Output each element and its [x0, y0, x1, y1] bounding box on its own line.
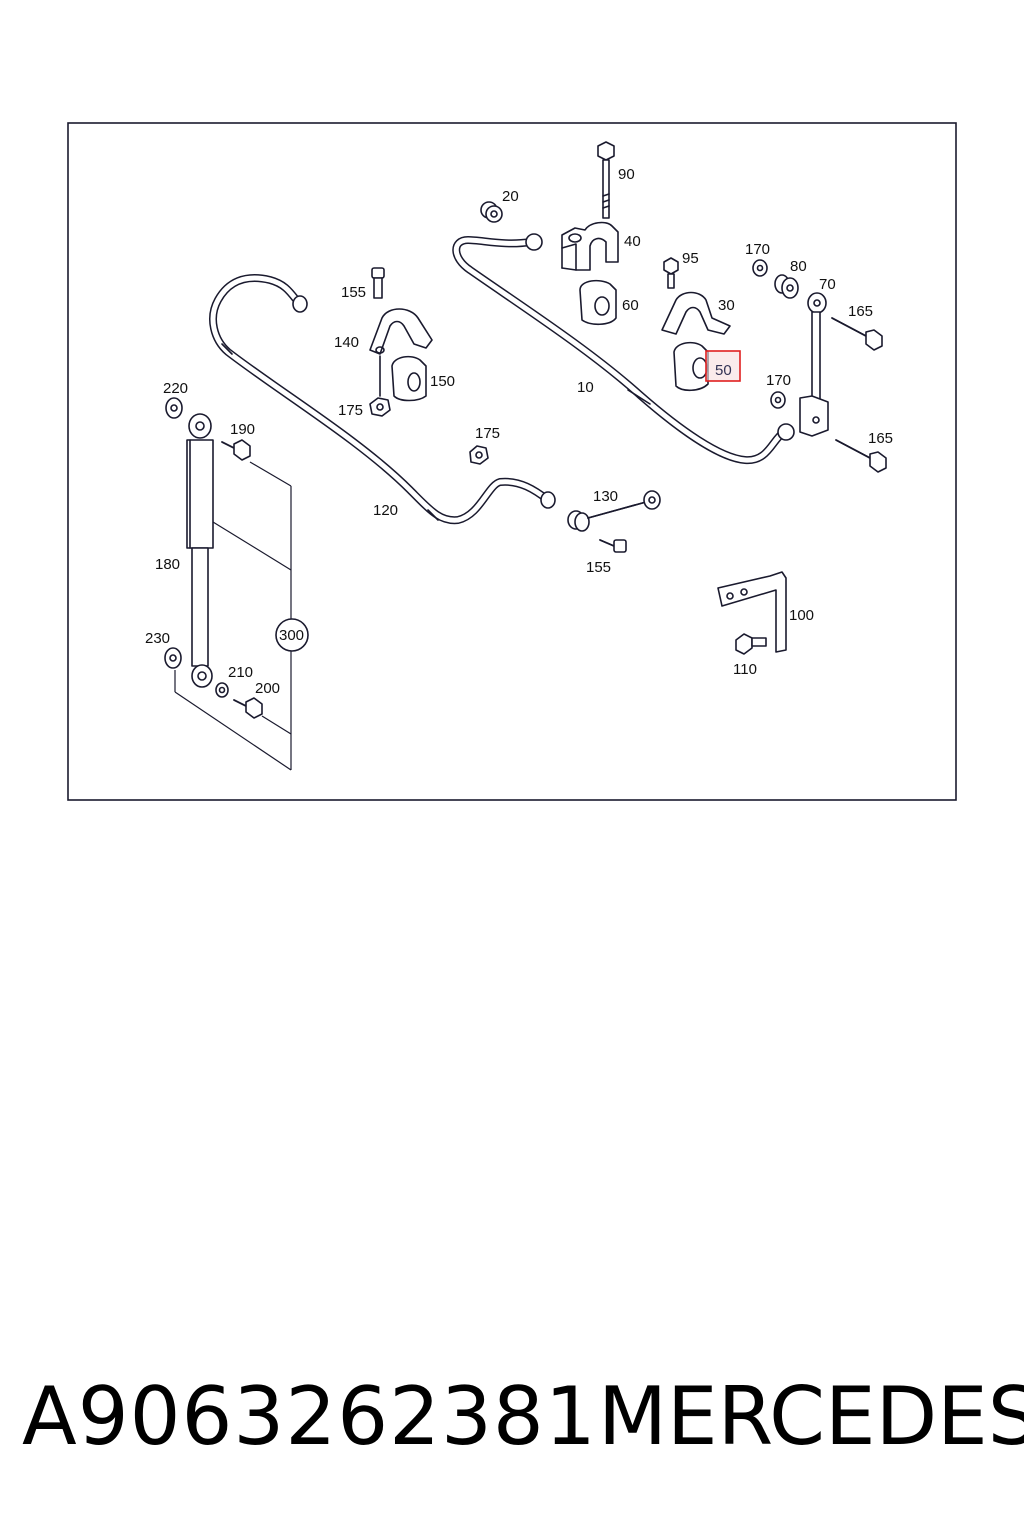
bolt-165-bottom: [835, 439, 887, 473]
label-210: 210: [228, 664, 253, 681]
diagram-frame: [67, 122, 957, 801]
label-175-mid: 175: [475, 425, 500, 442]
bushing-50: [673, 341, 709, 392]
label-155-top: 155: [341, 284, 366, 301]
nut-175-top: [369, 397, 391, 417]
highlight-box-50: [705, 350, 741, 382]
part-number: A9063262381: [22, 1370, 597, 1463]
clamp-30: [661, 291, 731, 335]
label-40: 40: [624, 233, 641, 250]
label-155-bottom: 155: [586, 559, 611, 576]
label-180: 180: [155, 556, 180, 573]
bolt-110: [735, 633, 767, 655]
stabilizer-bar-10: [452, 233, 795, 465]
bolt-200: [233, 697, 263, 719]
label-165-bottom: 165: [868, 430, 893, 447]
bolt-190: [221, 439, 251, 461]
clamp-140: [369, 308, 433, 355]
label-170-bottom: 170: [766, 372, 791, 389]
washer-230: [164, 647, 182, 669]
nut-175-mid: [469, 445, 489, 465]
label-100: 100: [789, 607, 814, 624]
stabilizer-bar-120: [209, 274, 556, 525]
brand-name: MERCEDES: [598, 1370, 1024, 1463]
bolt-165-top: [831, 317, 883, 351]
shock-absorber-180: [186, 413, 214, 688]
label-30: 30: [718, 297, 735, 314]
label-70: 70: [819, 276, 836, 293]
footer: A9063262381 MERCEDES: [0, 1370, 1024, 1480]
assembly-leader-300: [174, 461, 309, 771]
label-175-top: 175: [338, 402, 363, 419]
bolt-155-top: [371, 267, 385, 299]
bushing-80: [774, 274, 799, 299]
label-300: 300: [279, 627, 304, 644]
label-20: 20: [502, 188, 519, 205]
label-150: 150: [430, 373, 455, 390]
nut-20: [480, 201, 503, 223]
washer-170-top: [752, 259, 768, 277]
label-170-top: 170: [745, 241, 770, 258]
label-230: 230: [145, 630, 170, 647]
label-130: 130: [593, 488, 618, 505]
label-95: 95: [682, 250, 699, 267]
label-90: 90: [618, 166, 635, 183]
label-60: 60: [622, 297, 639, 314]
clamp-40: [561, 221, 619, 271]
bushing-60: [579, 279, 617, 326]
bolt-90: [597, 141, 615, 219]
label-50: 50: [715, 362, 732, 379]
label-190: 190: [230, 421, 255, 438]
bracket-100: [717, 571, 787, 653]
link-rod-70: [799, 292, 829, 437]
label-80: 80: [790, 258, 807, 275]
washer-210: [215, 682, 229, 698]
label-120: 120: [373, 502, 398, 519]
washer-220: [165, 397, 183, 419]
washer-170-bottom: [770, 391, 786, 409]
label-140: 140: [334, 334, 359, 351]
bushing-150: [391, 355, 427, 402]
label-110: 110: [733, 661, 757, 678]
label-165-top: 165: [848, 303, 873, 320]
label-220: 220: [163, 380, 188, 397]
bolt-95: [663, 257, 679, 289]
label-10: 10: [577, 379, 594, 396]
link-130: [567, 490, 661, 532]
bolt-155-bottom: [599, 539, 627, 553]
label-200: 200: [255, 680, 280, 697]
